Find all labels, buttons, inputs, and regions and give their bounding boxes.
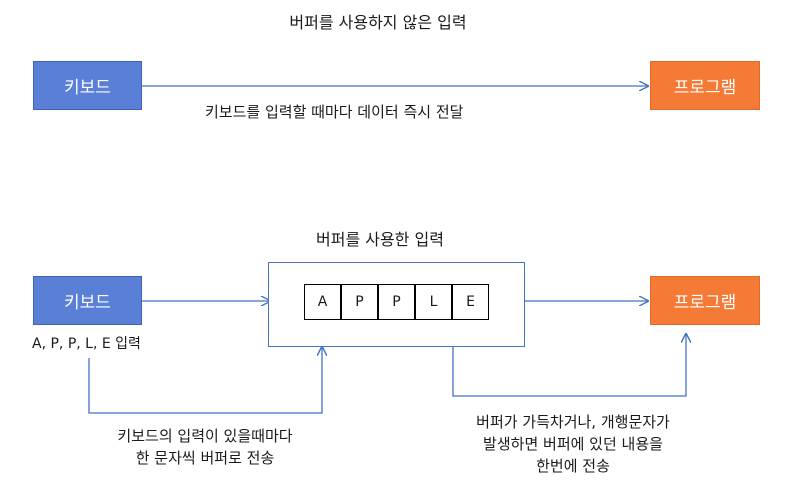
top-program-label: 프로그램	[673, 78, 737, 98]
right-loop-note: 버퍼가 가득차거나, 개행문자가 발생하면 버퍼에 있던 내용을 한번에 전송	[438, 411, 708, 477]
buffer-container: A P P L E	[268, 262, 525, 347]
bottom-program-box: 프로그램	[650, 276, 760, 325]
bottom-input-caption: A, P, P, L, E 입력	[32, 336, 141, 352]
buffer-cell: P	[378, 284, 415, 320]
buffer-cell: L	[415, 284, 452, 320]
left-loop-note-line2: 한 문자씩 버퍼로 전송	[135, 449, 275, 467]
left-loop-arrow	[88, 347, 322, 414]
bottom-section-title: 버퍼를 사용한 입력	[316, 230, 444, 249]
bottom-program-label: 프로그램	[673, 293, 737, 313]
left-loop-note-line1: 키보드의 입력이 있을때마다	[117, 427, 293, 445]
buffer-cell: A	[304, 284, 341, 320]
top-section-title: 버퍼를 사용하지 않은 입력	[289, 13, 467, 32]
top-program-box: 프로그램	[650, 61, 760, 110]
right-loop-note-line3: 한번에 전송	[536, 457, 610, 475]
top-keyboard-label: 키보드	[64, 78, 111, 98]
buffer-cell: P	[341, 284, 378, 320]
right-loop-arrow	[452, 334, 686, 397]
top-arrow-caption: 키보드를 입력할 때마다 데이터 즉시 전달	[205, 103, 464, 121]
top-keyboard-box: 키보드	[33, 61, 142, 110]
bottom-keyboard-label: 키보드	[64, 293, 111, 313]
buffer-cell: E	[452, 284, 489, 320]
left-loop-note: 키보드의 입력이 있을때마다 한 문자씩 버퍼로 전송	[80, 425, 330, 469]
buffer-cells: A P P L E	[304, 284, 490, 320]
right-loop-note-line2: 발생하면 버퍼에 있던 내용을	[483, 435, 663, 453]
bottom-keyboard-box: 키보드	[33, 276, 142, 325]
right-loop-note-line1: 버퍼가 가득차거나, 개행문자가	[476, 413, 670, 431]
